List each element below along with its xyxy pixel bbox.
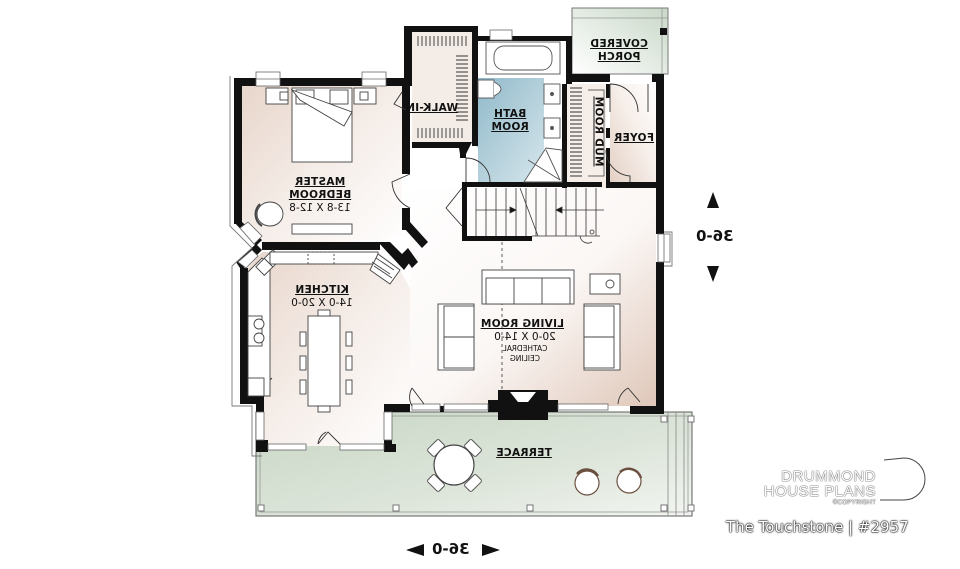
arrow-up-icon: [707, 192, 719, 208]
dimension-depth: 36-0: [696, 227, 734, 245]
brand-logo-icon: [880, 456, 927, 502]
room-label-master-bedroom: MASTER BEDROOM 13-8 X 12-8: [288, 176, 352, 214]
bathroom-fixtures: [477, 41, 563, 183]
arrow-right-icon: [482, 544, 500, 556]
dimension-arrows: [406, 192, 719, 556]
walls: [234, 26, 664, 452]
arrow-down-icon: [707, 266, 719, 282]
patio-chair: [616, 467, 643, 494]
room-label-covered-porch: COVERED PORCH: [590, 38, 648, 63]
bathroom-floor: [472, 76, 544, 182]
bedroom-furniture: [254, 87, 377, 235]
room-label-kitchen: KITCHEN 14-0 X 20-0: [291, 284, 353, 309]
staircase: [475, 187, 604, 392]
windows: [237, 29, 671, 451]
room-label-bathroom: BATH ROOM: [491, 108, 529, 133]
patio-chair: [574, 468, 600, 496]
room-label-foyer: FOYER: [613, 132, 654, 144]
closet-shelving: [417, 36, 605, 177]
room-label-terrace: TERRACE: [496, 447, 552, 459]
plan-title: The Touchstone | #2957: [726, 518, 909, 536]
terrace: [255, 411, 695, 517]
doors: [263, 83, 649, 445]
brand-logo: DRUMMOND HOUSE PLANS ©COPYRIGHT: [763, 468, 876, 506]
covered-porch: [571, 7, 669, 75]
arrow-left-icon: [406, 544, 424, 556]
patio-table: [427, 439, 482, 492]
room-label-mud-room: MUD ROOM: [592, 96, 605, 167]
dimension-width: 36-0: [432, 540, 470, 558]
room-label-walk-in: WALK-IN: [405, 102, 459, 114]
living-furniture: [437, 269, 621, 371]
room-label-living-room: LIVING ROOM 20-0 X 14-0 CATHEDRAL CEILIN…: [480, 318, 564, 363]
exterior-outline: [229, 76, 673, 457]
kitchen-fixtures: [247, 249, 401, 413]
